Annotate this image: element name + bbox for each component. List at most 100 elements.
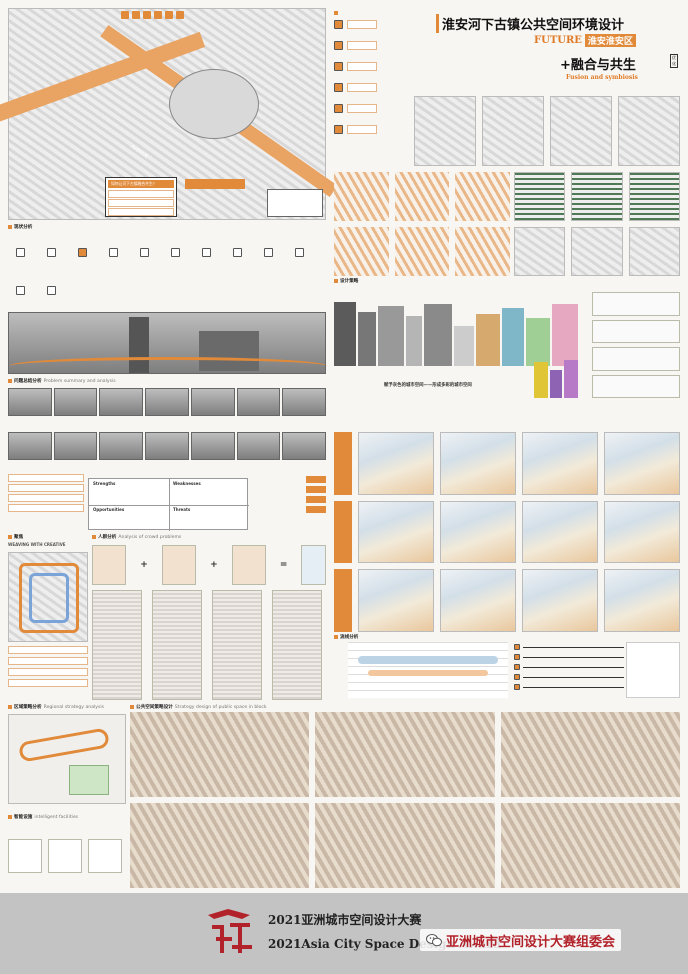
problem-photo [99,388,144,416]
flow-notes [626,642,680,698]
flow-chart [348,642,508,698]
persona-card [301,545,327,585]
district-label: 淮安淮安区 [584,34,636,47]
strategy-axo [604,432,680,495]
problem-note [8,484,84,492]
crowd-title: 人群分析 [98,535,117,540]
problem-note [8,494,84,502]
problem-photo [236,432,281,460]
user-type-icon [514,684,520,690]
figure-ground [455,227,510,276]
strategy-axo [358,432,434,495]
node-icon [140,247,149,257]
problem-photo [8,388,52,416]
persona-icons [334,20,424,160]
gray-map [571,227,623,276]
strategy-axo [440,569,516,632]
node-icon [171,247,180,257]
crowd-title-en: Analysis of crowd problems [118,534,182,540]
persona-card [231,545,266,585]
strategy-axo [440,500,516,564]
figure-ground [394,227,450,276]
problem-photo [282,388,327,416]
question-label: 如何让河下古镇融合共生? [108,180,174,188]
swot-threats: Threats [173,507,191,512]
focus-note [8,657,88,665]
persona-card [161,545,197,585]
user-type-icon [514,654,520,660]
strategy-axo [440,432,516,495]
flow-title: 流线分析 [340,635,359,640]
strategy-axo [358,500,434,564]
strategy-axo [358,569,434,632]
focus-section: 聚焦 WEAVING WITH CREATIVE [8,534,90,702]
persona-icon [334,83,343,92]
problem-photo [145,432,189,460]
strategy-axo [604,500,680,564]
poster-board: AVENUE 如何让河下古镇融合共生? 现状分析 [0,0,688,893]
region-title: 区域策略分析 [14,705,42,710]
swot-tag [306,496,326,503]
crowd-chart [212,590,262,700]
problems-title-en: Problem summary and analysis [43,378,116,384]
persona-icon [334,41,343,50]
problem-photo [282,432,327,460]
persona-icon [334,20,343,29]
wechat-icon [426,934,442,947]
figure-ground [394,172,450,221]
crowd-chart [92,590,142,700]
user-type-icon [514,644,520,650]
focus-map [8,552,88,642]
intelligent-title-en: intelligent facilities [34,814,79,820]
figure-ground [334,172,389,221]
node-icon [78,247,87,257]
node-icon [109,247,118,257]
problem-photo [8,432,52,460]
gray-map [628,227,680,276]
node-icon [16,285,25,295]
problem-photo [145,388,189,416]
design-title: 设计策略 [340,279,359,284]
temple-compound [169,69,259,139]
node-icon [16,247,25,257]
user-type-icon [514,664,520,670]
region-map [8,714,126,804]
node-icon [233,247,242,257]
elevation [592,374,680,398]
flow-analysis: 流线分析 [334,634,680,700]
facility-sketch [8,839,42,873]
swot-tag [306,506,326,513]
block-render [130,803,310,888]
competition-name-cn: 2021亚洲城市空间设计大赛 [268,913,422,927]
swot-strengths: Strengths [93,481,116,486]
block-render [500,803,680,888]
focus-note [8,668,88,676]
problem-note [8,474,84,482]
elevation [592,292,680,316]
strategy-axo [604,569,680,632]
strategy-axo [522,500,598,564]
block-render [500,712,680,797]
block-render [315,712,495,797]
analysis-map [618,96,680,166]
green-maps [514,172,680,276]
problem-note [8,504,84,512]
avenue-label: AVENUE [129,143,150,161]
analysis-map [482,96,544,166]
focus-title: 聚焦 [14,535,24,540]
subtitle-en: Fusion and symbiosis [566,74,638,81]
slogan: +融合与共生 [560,58,636,73]
strategy-axo [522,432,598,495]
node-icon [47,285,56,295]
swot-opportunities: Opportunities [93,507,125,512]
main-title: 淮安河下古镇公共空间环境设计 [436,14,624,33]
wechat-watermark: 亚洲城市空间设计大赛组委会 [420,929,622,951]
orange-ribbon [185,179,245,189]
green-map [571,172,623,221]
elevation [592,347,680,371]
strategy-axo-grid [334,432,680,632]
weaving-label: WEAVING WITH CREATIVE [8,542,66,547]
